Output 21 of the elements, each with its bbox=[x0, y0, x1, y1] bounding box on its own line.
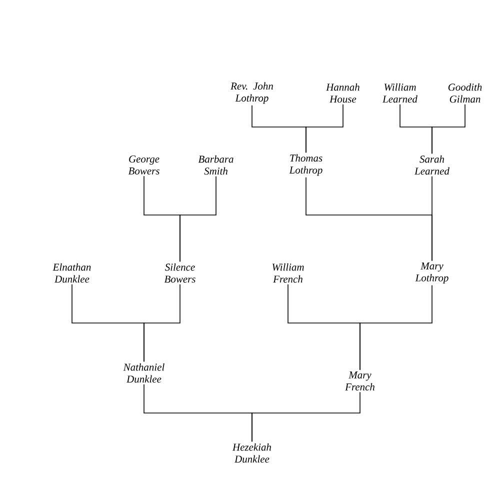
tree-line bbox=[432, 104, 466, 154]
person-name: Sarah Learned bbox=[414, 155, 450, 175]
person-name: Elnathan Dunklee bbox=[52, 263, 91, 283]
person-name: Goodith Gilman bbox=[448, 83, 482, 103]
tree-line bbox=[144, 284, 180, 362]
person-name: Mary Lothrop bbox=[415, 262, 448, 284]
person-name: Nathaniel Dunklee bbox=[123, 363, 164, 383]
tree-line bbox=[252, 392, 360, 442]
person-name: George Bowers bbox=[128, 156, 160, 174]
person-name: William French bbox=[272, 263, 304, 283]
tree-line bbox=[360, 284, 432, 370]
person-name: Hezekiah Dunklee bbox=[232, 443, 272, 463]
person-name: Silence Bowers bbox=[164, 263, 196, 283]
person-name: Rev. John Lothrop bbox=[230, 82, 273, 104]
tree-line bbox=[306, 104, 344, 153]
person-name: Barbara Smith bbox=[198, 155, 234, 175]
person-name: Mary French bbox=[345, 372, 374, 390]
person-name: William Learned bbox=[382, 83, 418, 103]
person-name: Thomas Lothrop bbox=[289, 154, 322, 176]
person-name: Hannah House bbox=[326, 83, 360, 103]
tree-line bbox=[180, 176, 216, 262]
